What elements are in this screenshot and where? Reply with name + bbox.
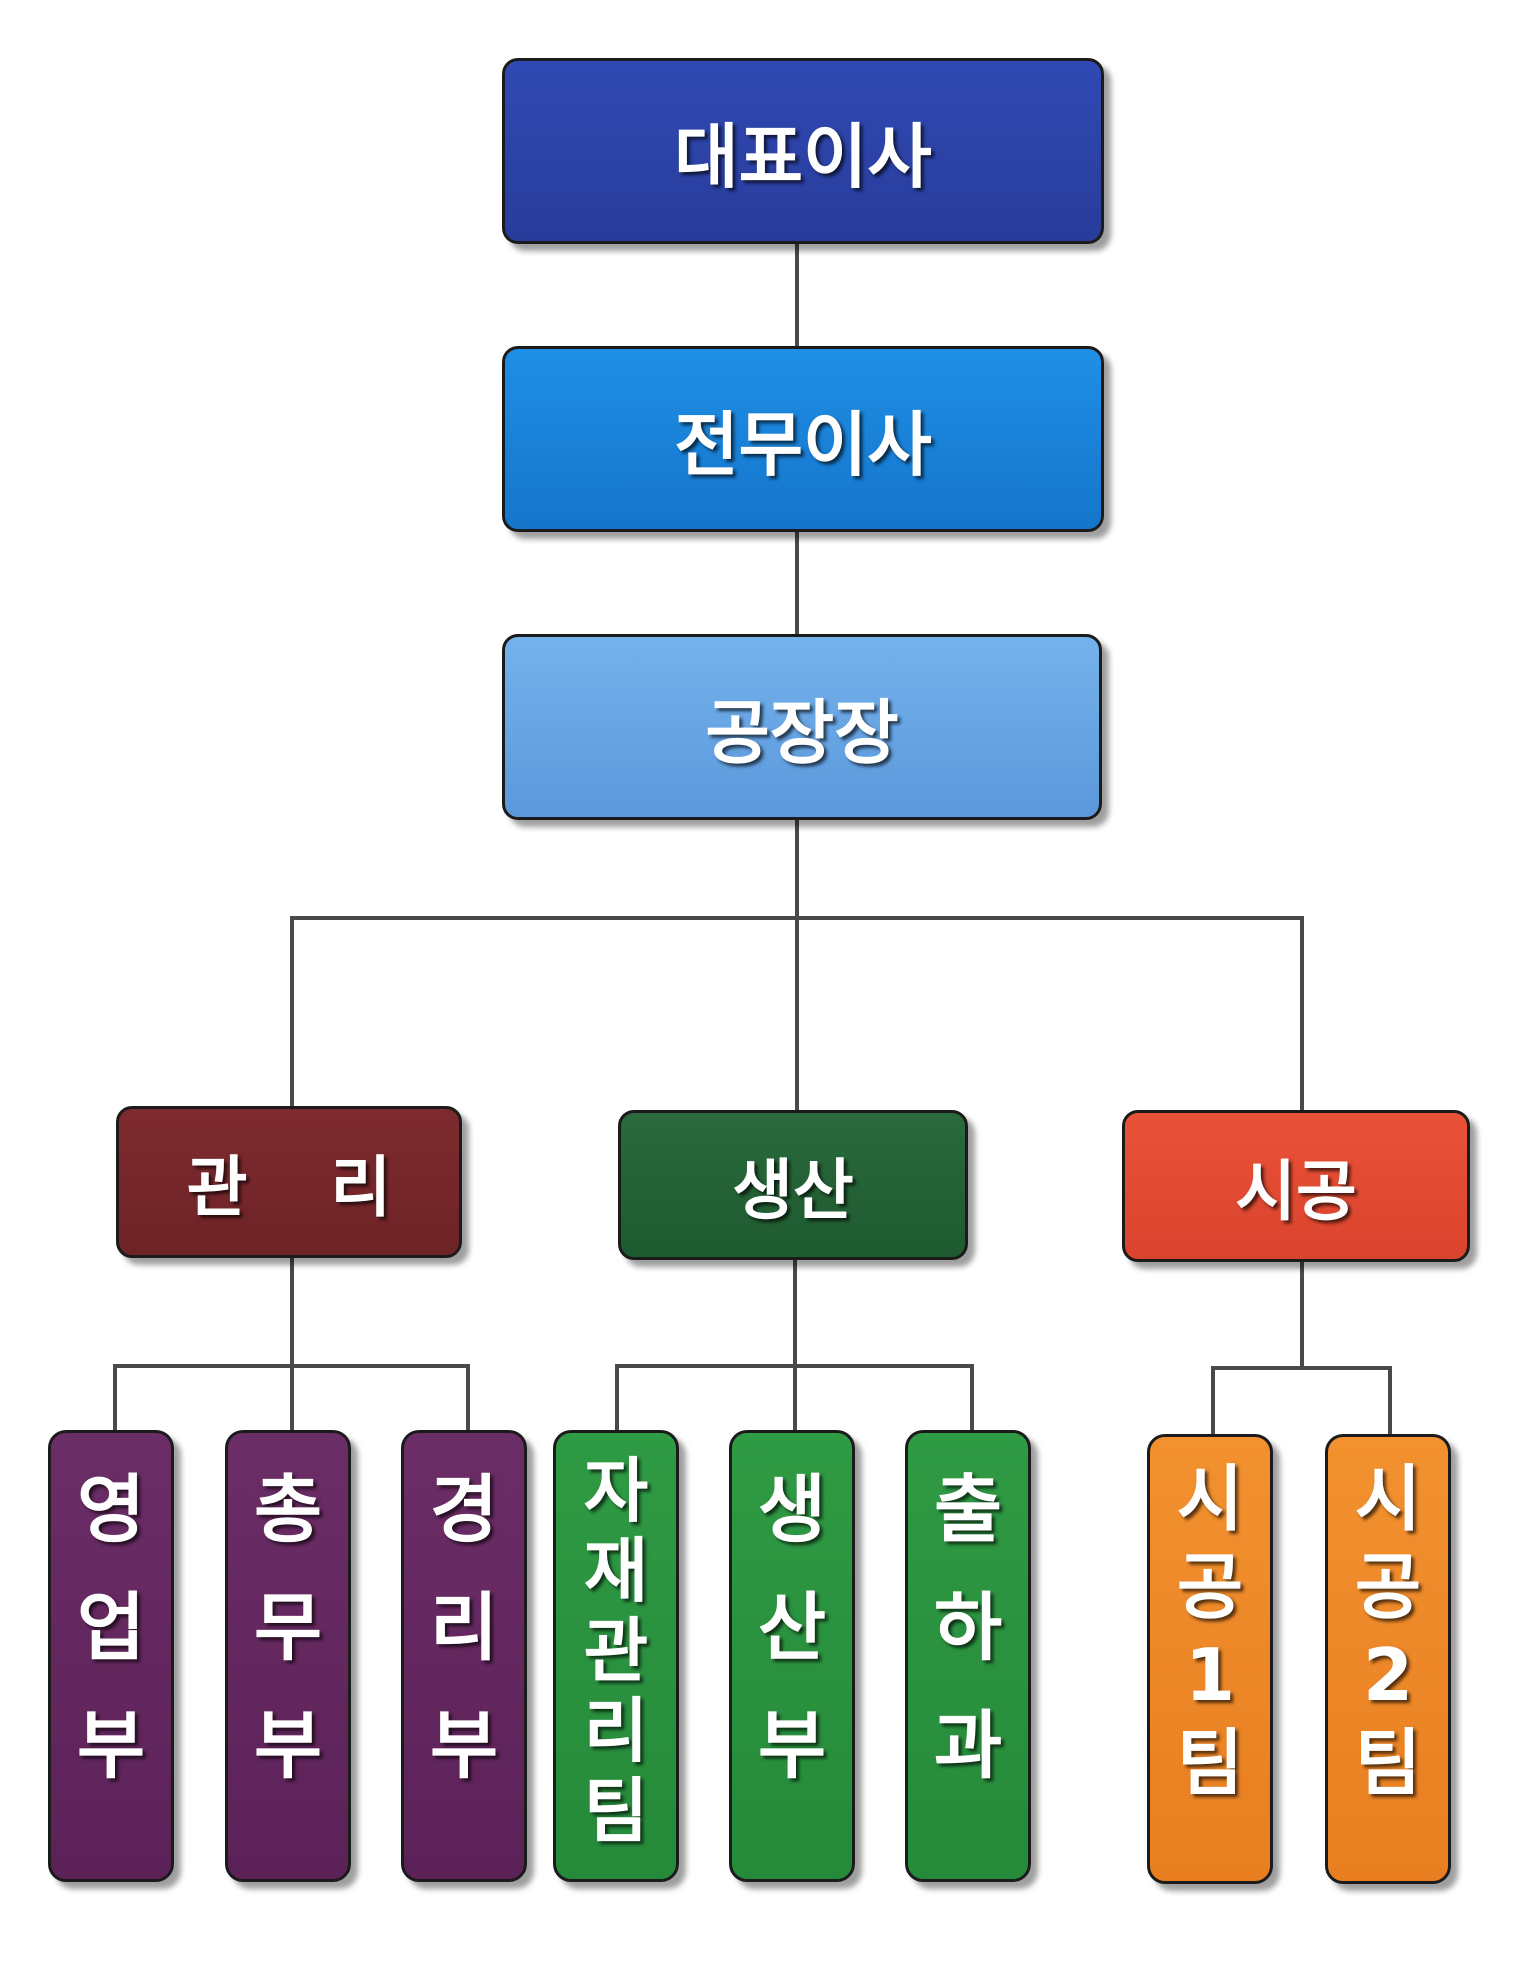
connector-division-bus bbox=[290, 916, 1304, 1112]
connector-construction-bus bbox=[1211, 1366, 1392, 1437]
node-plant-manager-label: 공장장 bbox=[705, 691, 899, 774]
connector-production-bus bbox=[615, 1364, 974, 1435]
division-admin: 관 리 bbox=[116, 1106, 462, 1258]
node-ceo: 대표이사 bbox=[502, 58, 1104, 244]
division-production: 생산 bbox=[618, 1110, 968, 1260]
node-executive-director: 전무이사 bbox=[502, 346, 1104, 532]
node-ceo-label: 대표이사 bbox=[674, 115, 932, 198]
division-admin-label: 관 리 bbox=[186, 1149, 422, 1226]
node-executive-director-label: 전무이사 bbox=[674, 403, 932, 486]
division-construction: 시공 bbox=[1122, 1110, 1470, 1262]
division-construction-label: 시공 bbox=[1235, 1153, 1357, 1230]
division-production-label: 생산 bbox=[732, 1152, 854, 1229]
connector-admin-bus bbox=[113, 1364, 470, 1435]
node-plant-manager: 공장장 bbox=[502, 634, 1102, 820]
